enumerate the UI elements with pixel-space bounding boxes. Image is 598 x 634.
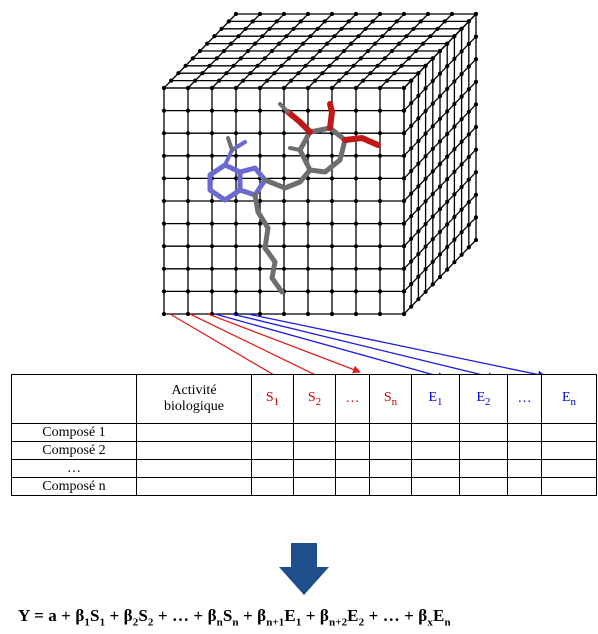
- equation-subscript: n+2: [328, 616, 348, 629]
- table-cell: [459, 477, 508, 496]
- corner-cell: [11, 374, 137, 424]
- table-cell: [507, 441, 542, 460]
- down-arrow-icon: [279, 543, 329, 595]
- field-arrow-6: [247, 313, 546, 374]
- descriptor-header-3: …: [335, 374, 370, 424]
- equation-term: E: [284, 606, 296, 625]
- table-cell: [136, 459, 252, 478]
- table-cell: [541, 459, 597, 478]
- equation-term: S: [138, 606, 148, 625]
- descriptor-header-7: …: [507, 374, 542, 424]
- 3d-grid-cube: [161, 11, 479, 317]
- field-arrow-3: [207, 313, 361, 374]
- table-cell: [136, 477, 252, 496]
- descriptor-header-6: E2: [459, 374, 508, 424]
- table-cell: [411, 459, 460, 478]
- table-cell: [369, 459, 412, 478]
- equation-subscript: 1: [295, 616, 302, 629]
- table-cell: [369, 477, 412, 496]
- table-cell: [459, 441, 508, 460]
- equation-subscript: n: [444, 616, 451, 629]
- table-cell: [541, 441, 597, 460]
- table-cell: [293, 459, 336, 478]
- field-arrow-2: [189, 313, 316, 374]
- table-cell: [293, 441, 336, 460]
- table-cell: [411, 423, 460, 442]
- compound-label: Composé 1: [11, 423, 137, 442]
- table-cell: [251, 477, 294, 496]
- activity-header-line1: Activité: [171, 383, 217, 398]
- table-cell: [369, 441, 412, 460]
- field-arrow-5: [231, 313, 496, 374]
- equation-subscript: n: [216, 616, 223, 629]
- field-arrow-4: [214, 313, 446, 374]
- activity-header: Activité biologique: [136, 374, 252, 424]
- equation-subscript: 1: [84, 616, 90, 629]
- table-cell: [541, 423, 597, 442]
- table-cell: [293, 477, 336, 496]
- table-row: Composé 2: [11, 441, 597, 460]
- qsar-equation: Y = a + β1S1 + β2S2 + … + βnSn + βn+1E1 …: [18, 606, 598, 628]
- equation-term: + … + β: [153, 606, 217, 625]
- equation-subscript: 2: [358, 616, 365, 629]
- descriptor-header-5: E1: [411, 374, 460, 424]
- table-cell: [251, 423, 294, 442]
- equation-term: Y = a + β: [18, 606, 85, 625]
- table-cell: [335, 477, 370, 496]
- equation-term: E: [347, 606, 359, 625]
- equation-subscript: 1: [99, 616, 106, 629]
- table-row: Composé n: [11, 477, 597, 496]
- equation-subscript: x: [427, 616, 433, 629]
- compound-label: Composé n: [11, 477, 137, 496]
- table-cell: [335, 423, 370, 442]
- table-cell: [507, 477, 542, 496]
- equation-term: S: [222, 606, 233, 625]
- compound-label: …: [11, 459, 137, 478]
- table-cell: [507, 423, 542, 442]
- cube-diagram: [161, 11, 546, 374]
- equation-term: E: [432, 606, 445, 625]
- activity-header-line2: biologique: [164, 399, 224, 414]
- table-cell: [459, 459, 508, 478]
- equation-subscript: n+1: [266, 616, 285, 629]
- compound-label: Composé 2: [11, 441, 137, 460]
- equation-subscript: 2: [132, 616, 139, 629]
- table-cell: [136, 423, 252, 442]
- table-cell: [541, 477, 597, 496]
- table-cell: [251, 441, 294, 460]
- equation-subscript: 2: [147, 616, 154, 629]
- table-cell: [136, 441, 252, 460]
- equation-term: + β: [105, 606, 133, 625]
- equation-term: + β: [238, 606, 267, 625]
- equation-term: + β: [301, 606, 329, 625]
- table-row: …: [11, 459, 597, 478]
- descriptor-header-2: S2: [293, 374, 336, 424]
- descriptor-header-8: En: [541, 374, 597, 424]
- table-cell: [411, 441, 460, 460]
- table-cell: [459, 423, 508, 442]
- table-cell: [411, 477, 460, 496]
- equation-term: + … + β: [364, 606, 428, 625]
- descriptor-header-1: S1: [251, 374, 294, 424]
- descriptor-header-4: Sn: [369, 374, 412, 424]
- equation-term: S: [90, 606, 100, 625]
- field-arrow-1: [169, 313, 274, 374]
- table-row: Composé 1: [11, 423, 597, 442]
- table-cell: [293, 423, 336, 442]
- field-arrows: [169, 313, 546, 374]
- table-cell: [335, 459, 370, 478]
- table-cell: [507, 459, 542, 478]
- table-cell: [369, 423, 412, 442]
- molecule-structure: [207, 101, 381, 295]
- table-cell: [251, 459, 294, 478]
- table-cell: [335, 441, 370, 460]
- equation-subscript: n: [232, 616, 239, 629]
